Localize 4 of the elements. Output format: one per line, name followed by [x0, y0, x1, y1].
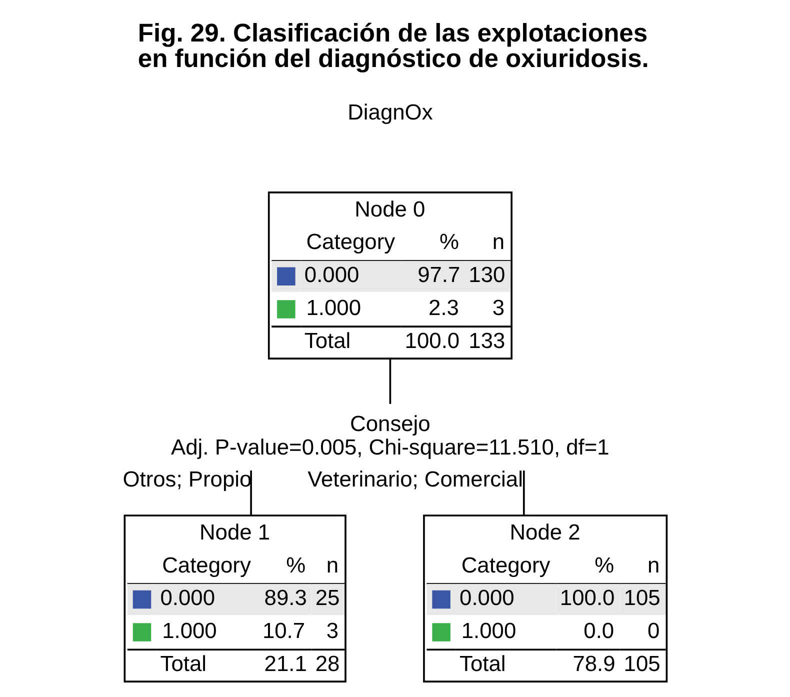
node-text: Consejo Adj. P-value=0.005, Chi-square=11.510, df=1	[171, 410, 610, 460]
edge-label: Veterinario; Comercial	[308, 466, 523, 492]
label: DiagnOx	[348, 100, 433, 125]
diagram-title: Fig. 29. Clasificación de las explotaciones en función del diagnóstico de oxiuridosis.	[138, 19, 649, 73]
